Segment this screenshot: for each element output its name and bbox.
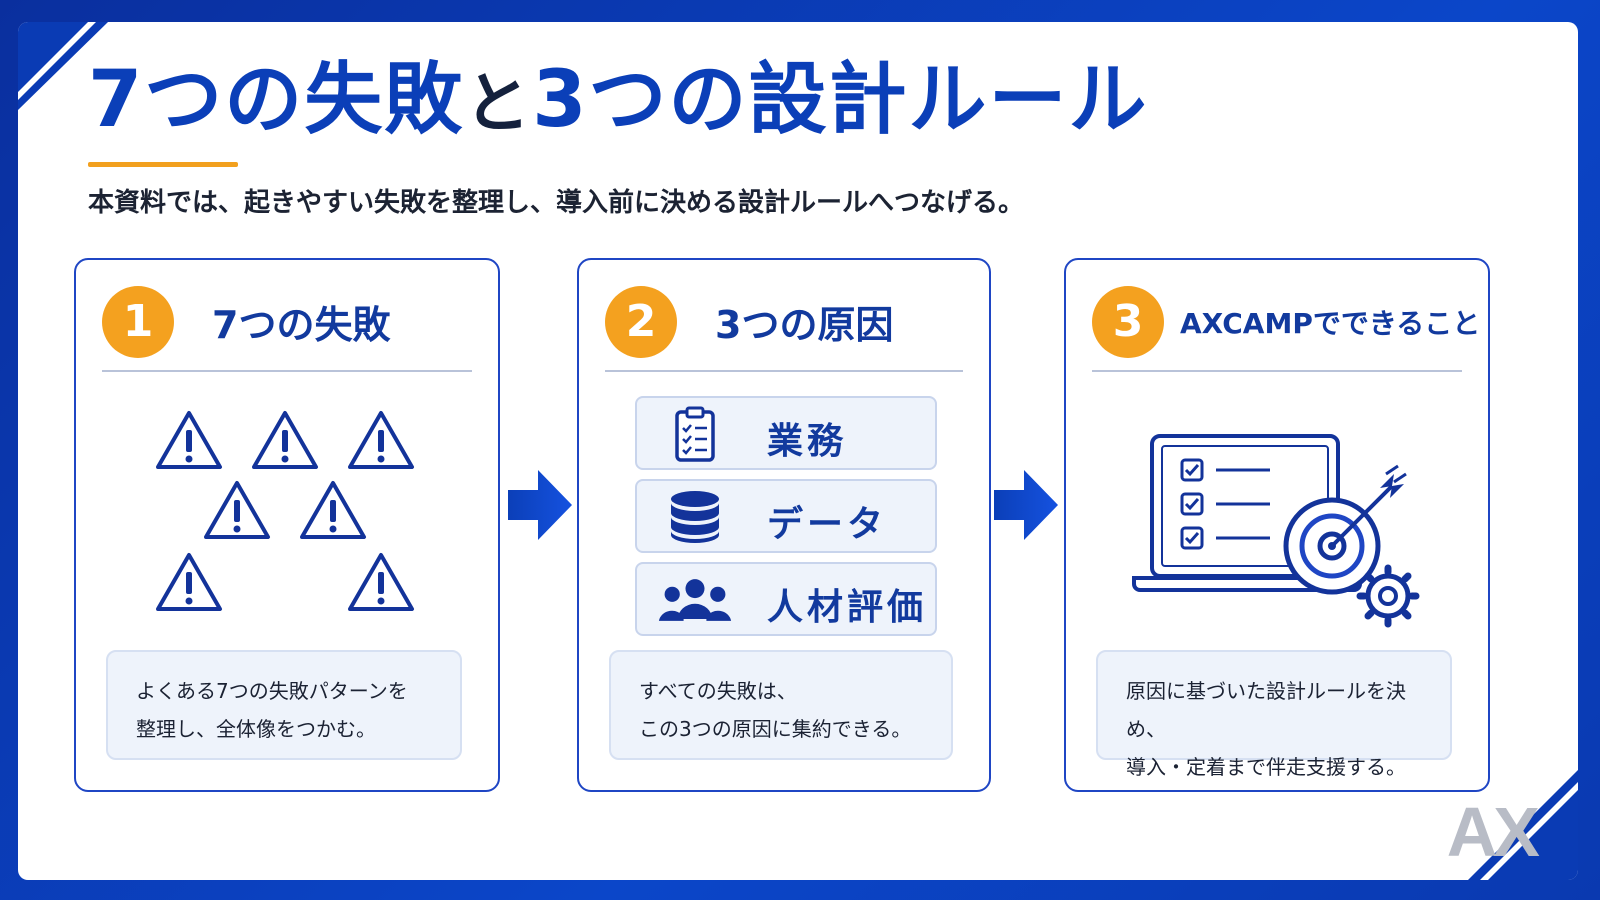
warning-icons-group	[76, 400, 498, 620]
divider	[102, 370, 472, 372]
card-header: 2 3つの原因	[605, 286, 963, 358]
card-header: 3 AXCAMPでできること	[1092, 286, 1480, 358]
warning-icon	[204, 481, 270, 539]
arrow-right-icon	[508, 470, 572, 540]
card-axcamp-offering: 3 AXCAMPでできること	[1064, 258, 1490, 792]
title-underline	[88, 162, 238, 167]
card-header: 1 7つの失敗	[102, 286, 472, 358]
clipboard-checklist-icon	[675, 406, 715, 462]
divider	[1092, 370, 1462, 372]
cause-label: 業務	[767, 421, 848, 462]
divider	[605, 370, 963, 372]
warning-icon	[252, 411, 318, 469]
description-line: 整理し、全体像をつかむ。	[136, 717, 376, 741]
subtitle: 本資料では、起きやすい失敗を整理し、導入前に決める設計ルールへつなげる。	[88, 188, 1025, 218]
arrow-right-icon	[994, 470, 1058, 540]
warning-icon	[156, 553, 222, 611]
description-line: よくある7つの失敗パターンを	[136, 679, 408, 703]
warning-icon	[156, 411, 222, 469]
corner-stripe-decoration	[18, 22, 108, 110]
cause-label: データ	[767, 504, 888, 545]
warning-icon	[348, 553, 414, 611]
description-line: すべての失敗は、	[639, 679, 797, 703]
slide: 7つの失敗と3つの設計ルール 本資料では、起きやすい失敗を整理し、導入前に決める…	[18, 22, 1578, 880]
card-description: すべての失敗は、 この3つの原因に集約できる。	[609, 650, 953, 760]
card-description: 原因に基づいた設計ルールを決め、 導入・定着まで伴走支援する。	[1096, 650, 1452, 779]
warning-icon	[348, 411, 414, 469]
step-number-badge: 3	[1092, 286, 1164, 358]
description-line: この3つの原因に集約できる。	[639, 717, 912, 741]
step-number-badge: 1	[102, 286, 174, 358]
title-part-2: 3つの設計ルール	[532, 55, 1149, 145]
card-three-causes: 2 3つの原因 業務 データ	[577, 258, 991, 792]
card-title: 7つの失敗	[212, 303, 391, 347]
description-line: 原因に基づいた設計ルールを決め、	[1126, 679, 1406, 741]
card-description: よくある7つの失敗パターンを 整理し、全体像をつかむ。	[106, 650, 462, 760]
database-icon	[671, 491, 719, 543]
corner-stripe-decoration	[1468, 770, 1578, 880]
card-seven-failures: 1 7つの失敗 よくある7つの失敗パターンを 整理し、全体像をつかむ。	[74, 258, 500, 792]
cause-item-data: データ	[635, 479, 937, 553]
ax-watermark: AX	[1446, 793, 1540, 871]
laptop-checklist-target-gear-icon	[1132, 434, 1420, 628]
warning-icon	[300, 481, 366, 539]
cause-item-business: 業務	[635, 396, 937, 470]
card-title: 3つの原因	[715, 303, 894, 347]
card-title: AXCAMPでできること	[1180, 307, 1481, 340]
step-number-badge: 2	[605, 286, 677, 358]
page-title: 7つの失敗と3つの設計ルール	[88, 55, 1149, 145]
title-part-1: 7つの失敗	[88, 55, 465, 145]
description-line: 導入・定着まで伴走支援する。	[1126, 755, 1406, 779]
people-group-icon	[658, 579, 732, 621]
cause-item-talent-evaluation: 人材評価	[635, 562, 937, 636]
title-connector: と	[464, 65, 533, 142]
cause-label: 人材評価	[767, 587, 928, 628]
